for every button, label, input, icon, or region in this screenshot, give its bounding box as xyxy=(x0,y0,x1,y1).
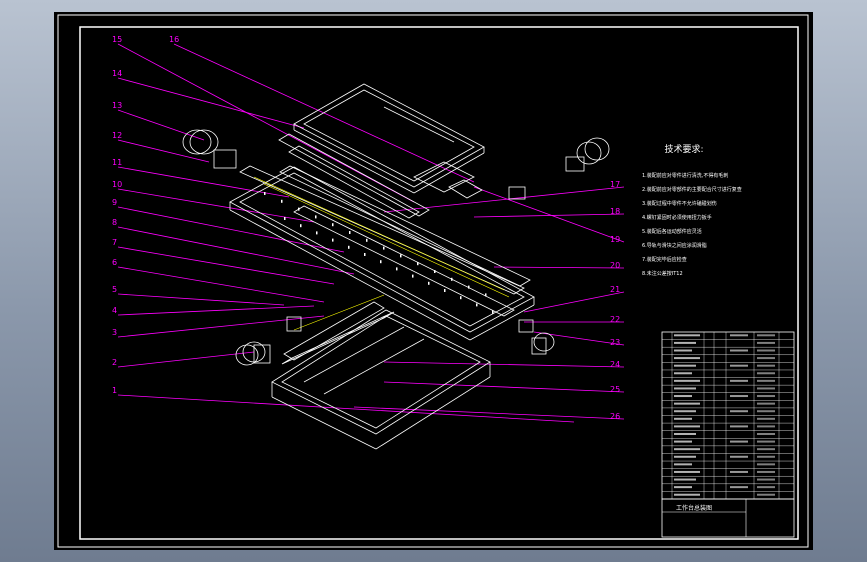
tech-requirement-item: 1.装配前应对零件进行清洗,不得有毛刺 xyxy=(642,172,728,179)
upper-carriage-part xyxy=(229,133,535,341)
callout-left-8: 8 xyxy=(112,218,117,227)
left-callouts: 15 16 14 13 12 11 10 9 8 7 6 5 4 3 2 1 xyxy=(112,35,179,395)
bolt-markers xyxy=(264,192,494,314)
callout-left-10: 10 xyxy=(112,180,122,189)
tech-requirement-item: 3.装配过程中零件不允许磕碰划伤 xyxy=(642,200,717,207)
callout-right-26: 26 xyxy=(610,412,620,421)
callout-left-4: 4 xyxy=(112,306,117,315)
callout-right-19: 19 xyxy=(610,235,620,244)
title-block: 工作台总装图 xyxy=(661,331,795,538)
tech-requirement-item: 5.装配后各运动部件应灵活 xyxy=(642,228,702,235)
callout-right-24: 24 xyxy=(610,360,620,369)
callout-right-17: 17 xyxy=(610,180,620,189)
tech-requirement-item: 6.导轨与滑块之间应涂润滑脂 xyxy=(642,242,707,249)
top-frame-part xyxy=(293,83,485,194)
motor-parts xyxy=(182,129,610,366)
callout-left-7: 7 xyxy=(112,238,117,247)
title-block-frame xyxy=(661,498,795,538)
callout-left-5: 5 xyxy=(112,285,117,294)
tech-requirement-item: 2.装配前应对零部件的主要配合尺寸进行复查 xyxy=(642,186,742,193)
callout-left-13: 13 xyxy=(112,101,122,110)
tech-requirements-title: 技术要求: xyxy=(664,143,703,155)
drawing-name: 工作台总装图 xyxy=(676,504,712,512)
middle-slide-part xyxy=(279,165,531,317)
callout-right-20: 20 xyxy=(610,261,620,270)
callout-left-6: 6 xyxy=(112,258,117,267)
callout-left-2: 2 xyxy=(112,358,117,367)
callout-left-14: 14 xyxy=(112,69,122,78)
callout-right-25: 25 xyxy=(610,385,620,394)
tech-requirement-item: 7.装配完毕后应检查 xyxy=(642,256,687,263)
leader-lines xyxy=(117,43,625,423)
tech-requirements: 技术要求: 1.装配前应对零件进行清洗,不得有毛刺 2.装配前应对零部件的主要配合… xyxy=(642,143,742,277)
callout-left-12: 12 xyxy=(112,131,122,140)
callout-right-23: 23 xyxy=(610,338,620,347)
base-part xyxy=(271,309,491,450)
callout-left-15: 15 xyxy=(112,35,122,44)
guide-rails xyxy=(253,176,510,331)
callout-right-18: 18 xyxy=(610,207,620,216)
lower-slide-part xyxy=(281,301,395,365)
callout-right-21: 21 xyxy=(610,285,620,294)
callout-right-22: 22 xyxy=(610,315,620,324)
callout-left-11: 11 xyxy=(112,158,122,167)
callout-left-1: 1 xyxy=(112,386,117,395)
callout-left-16: 16 xyxy=(169,35,179,44)
callout-left-3: 3 xyxy=(112,328,117,337)
callout-left-9: 9 xyxy=(112,198,117,207)
tech-requirement-item: 4.螺钉紧固时必须使用扭力扳手 xyxy=(642,214,712,221)
outer-frame xyxy=(57,14,809,548)
tech-requirement-item: 8.未注公差按IT12 xyxy=(642,270,683,277)
right-callouts: 17 18 19 20 21 22 23 24 25 26 xyxy=(610,180,620,421)
parts-list-rows xyxy=(662,332,794,499)
inner-frame xyxy=(79,26,799,540)
